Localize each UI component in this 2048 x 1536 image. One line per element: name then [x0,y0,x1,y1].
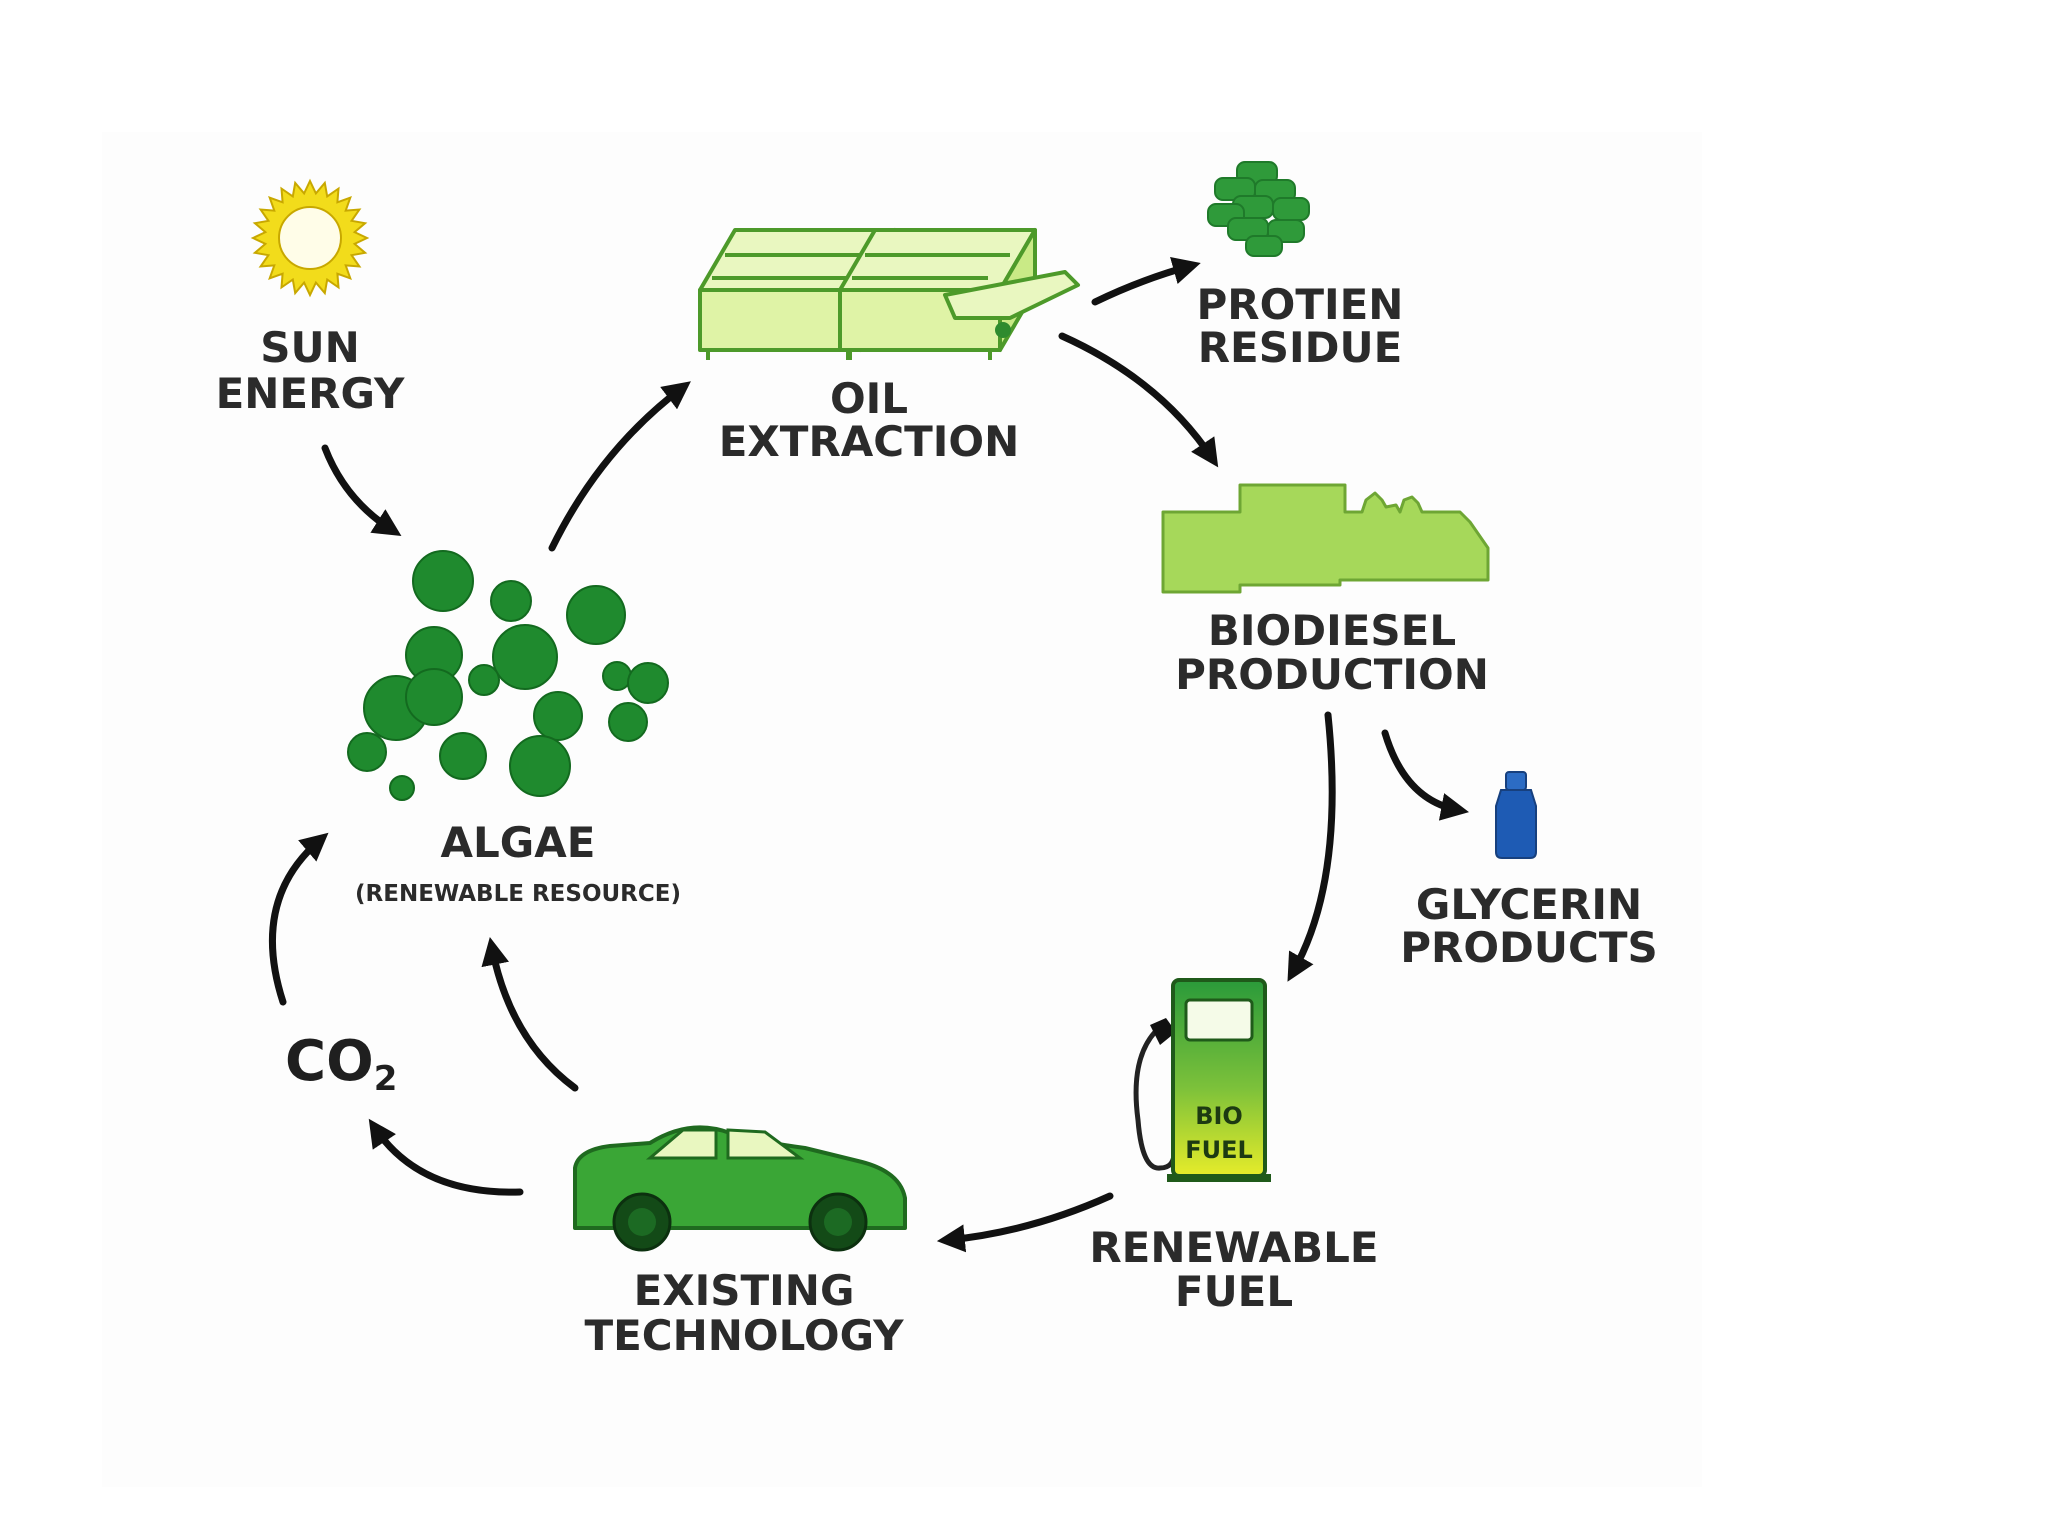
arrow-oil-to-protein [1091,257,1201,306]
sun-core [278,206,342,270]
biodiesel-label-line1: BIODIESEL [1208,606,1456,655]
oil-label-line1: OIL [830,374,908,423]
algae-label-line1: ALGAE [441,818,596,867]
pump-label-fuel: FUEL [1185,1136,1253,1164]
oil-label-line2: EXTRACTION [719,417,1020,466]
arrow-fuel-to-car [936,1192,1114,1253]
biodiesel-label-line2: PRODUCTION [1175,650,1489,699]
diagram-panel [102,132,1702,1487]
co2-label-subscript: 2 [374,1059,398,1099]
sun-icon [250,178,370,298]
factory-icon [1161,483,1490,594]
glycerin-label-line2: PRODUCTS [1400,923,1658,972]
protein-label-line1: PROTIEN [1197,280,1404,329]
sun-label-line2: ENERGY [216,369,405,418]
car-icon [573,1125,907,1252]
arrow-biodiesel-to-glycerin [1381,729,1470,821]
arrow-sun-to-algae [321,444,402,537]
co2-label: CO2 [285,1029,397,1099]
glycerin-label-line1: GLYCERIN [1416,880,1642,929]
arrow-oil-to-biodiesel [1058,332,1219,468]
fuel-pump-icon: BIO FUEL [1133,978,1271,1182]
arrow-algae-to-oil-extraction [548,381,691,552]
algae-label-line2: (RENEWABLE RESOURCE) [355,881,681,907]
protein-residue-icon [1207,161,1310,257]
co2-label-text: CO [285,1029,374,1094]
sun-label-line1: SUN [260,323,360,372]
fuel-label-line2: FUEL [1175,1267,1293,1316]
oil-extraction-machine-icon [698,228,1080,360]
tech-label-line1: EXISTING [634,1266,855,1315]
arrow-biodiesel-to-fuel [1287,711,1336,982]
arrow-co2-to-algae [269,832,329,1006]
tech-label-line2: TECHNOLOGY [584,1311,904,1360]
arrow-car-to-co2 [368,1118,524,1196]
protein-label-line2: RESIDUE [1198,323,1403,372]
algae-cells-icon [347,550,669,801]
arrow-car-to-algae [481,937,579,1092]
pump-label-bio: BIO [1195,1102,1243,1130]
bottle-icon [1495,771,1537,859]
fuel-label-line1: RENEWABLE [1089,1223,1378,1272]
